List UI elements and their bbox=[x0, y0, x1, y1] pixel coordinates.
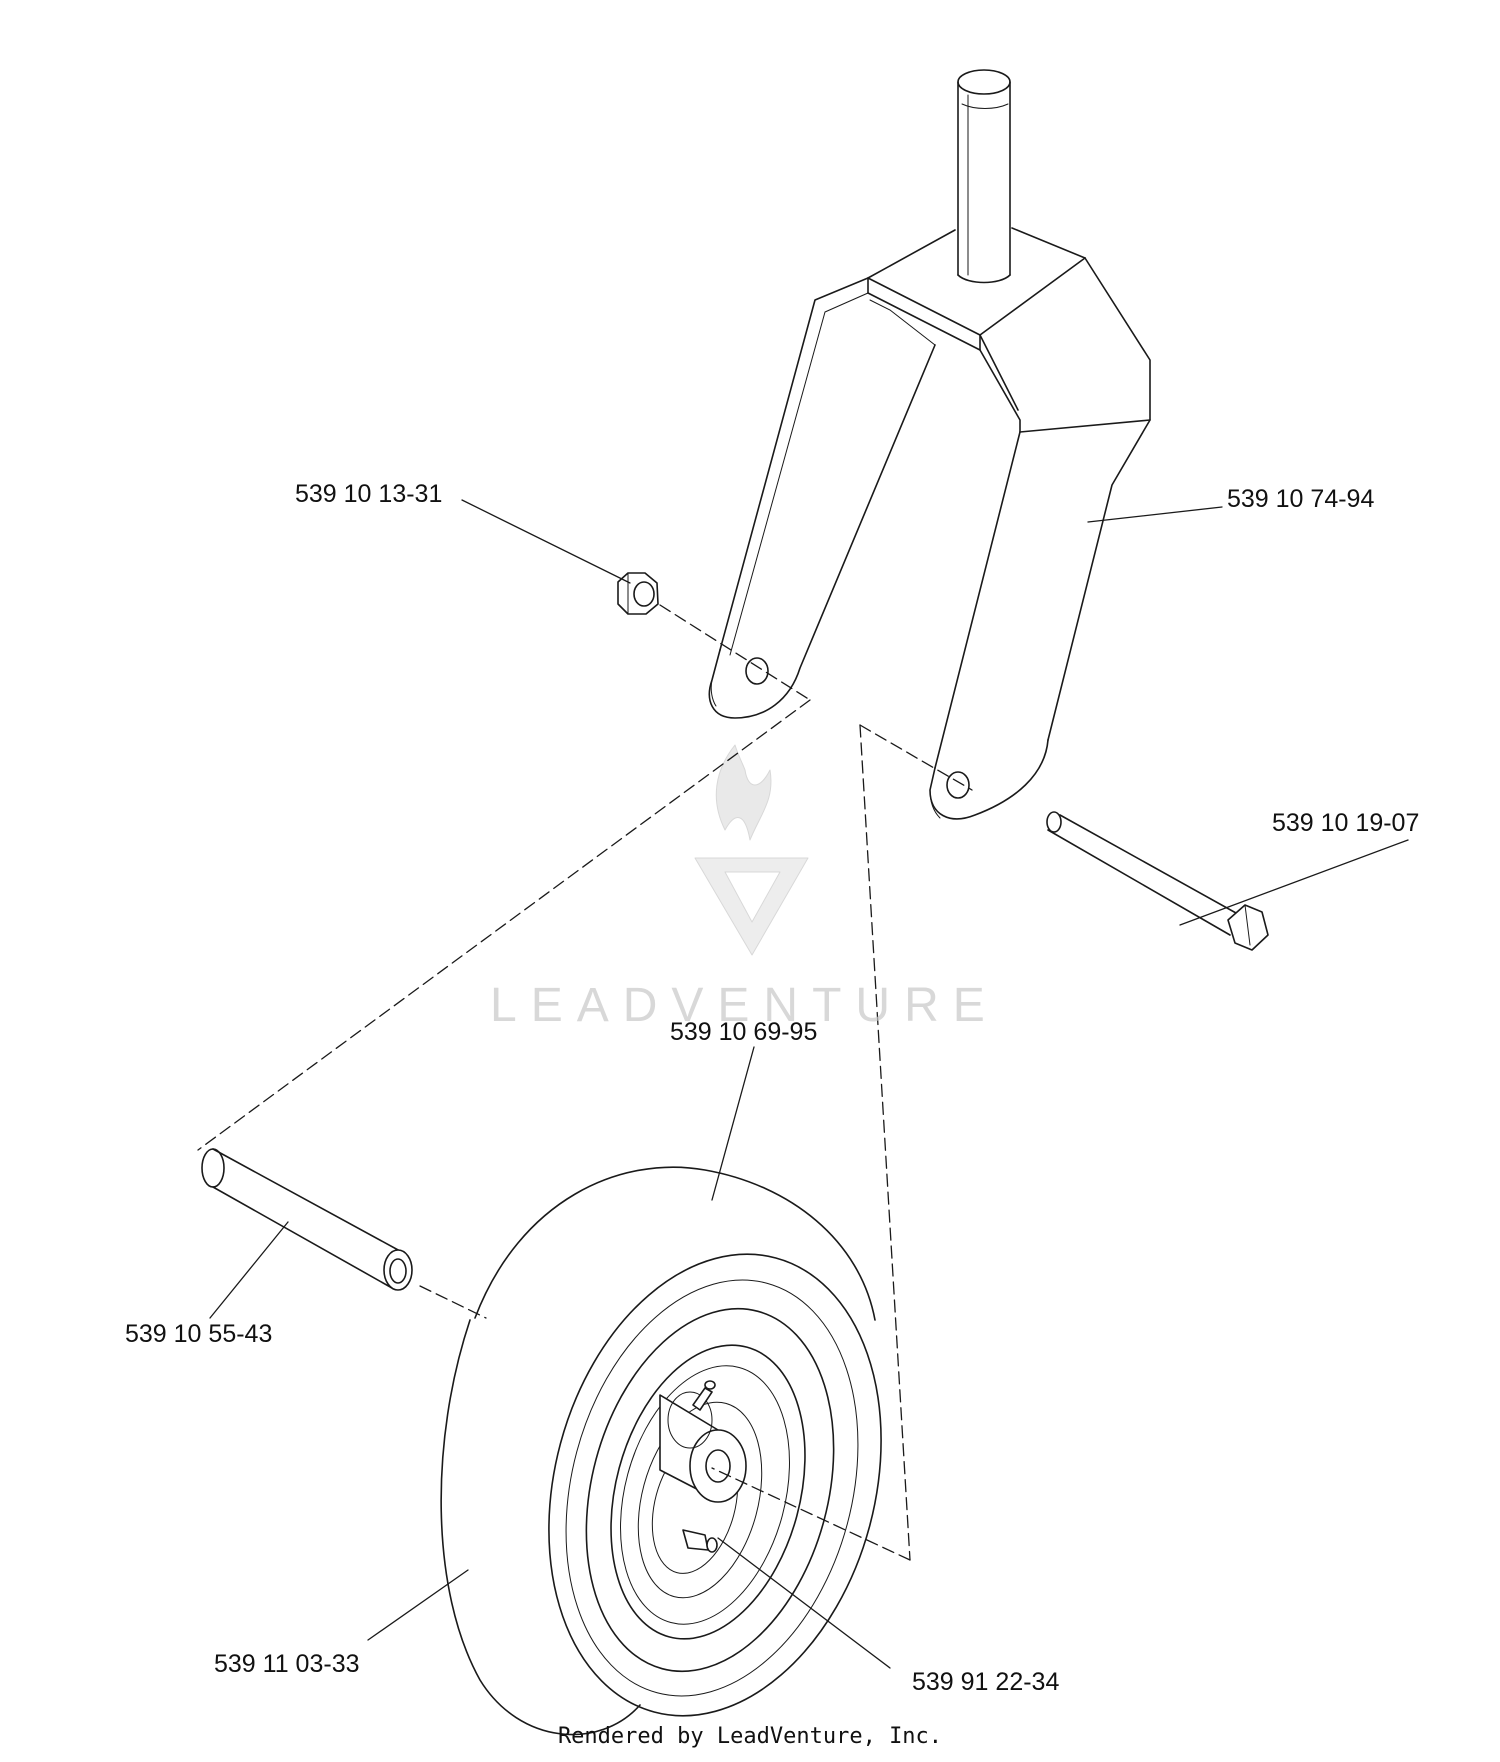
footer-credit: Rendered by LeadVenture, Inc. bbox=[557, 1724, 943, 1749]
hex-nut-icon bbox=[617, 572, 659, 615]
spacer-tube-icon bbox=[201, 1148, 413, 1291]
wheel-icon bbox=[440, 1166, 882, 1736]
watermark-text: LEADVENTURE bbox=[490, 979, 999, 1032]
caster-fork bbox=[708, 69, 1151, 820]
part-label-tire: 539 10 69-95 bbox=[670, 1018, 818, 1046]
part-label-grease-fitting: 539 91 22-34 bbox=[912, 1668, 1060, 1696]
leader-lines bbox=[209, 499, 1409, 1669]
bolt-icon bbox=[1046, 811, 1269, 951]
part-label-spacer: 539 10 55-43 bbox=[125, 1320, 273, 1348]
assembly-lines bbox=[197, 604, 973, 1561]
part-label-nut: 539 10 13-31 bbox=[295, 480, 443, 508]
part-label-bolt: 539 10 19-07 bbox=[1272, 809, 1420, 837]
part-label-fork: 539 10 74-94 bbox=[1227, 485, 1375, 513]
watermark-logo-icon bbox=[694, 744, 809, 956]
part-label-wheel-assembly: 539 11 03-33 bbox=[214, 1650, 360, 1678]
